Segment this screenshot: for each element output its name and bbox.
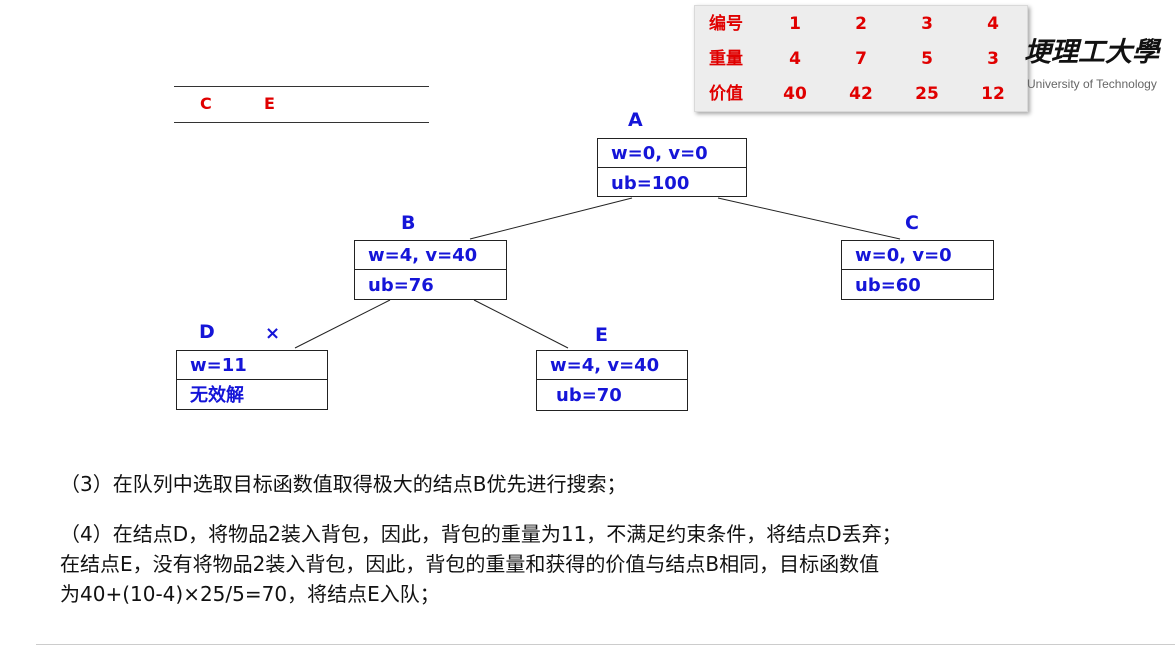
table-cell: 5 [921,49,933,69]
node-label-c: C [905,212,919,234]
item-table: 编号 1 2 3 4 重量 4 7 5 3 价值 40 42 25 12 [694,5,1028,112]
table-header-value: 价值 [709,84,743,104]
node-invalid-label: 无效解 [190,385,244,406]
table-header-weight: 重量 [709,49,743,69]
table-cell: 4 [789,49,801,69]
edge-b-e [473,299,569,349]
node-weight-value: w=4, v=40 [537,351,687,380]
table-cell: 4 [987,14,999,34]
item-table-row-value: 价值 40 42 25 12 [695,77,1027,112]
queue-item: E [264,94,275,113]
queue-top-line [174,86,429,87]
node-upper-bound: ub=70 [556,385,622,406]
table-cell: 7 [855,49,867,69]
node-upper-bound: ub=60 [855,275,921,296]
tree-node-d: w=11 无效解 [176,350,328,410]
node-upper-bound: ub=100 [611,173,690,194]
node-label-a: A [628,109,643,131]
node-upper-bound: ub=76 [368,275,434,296]
tree-node-b: w=4, v=40 ub=76 [354,240,507,300]
tree-node-c: w=0, v=0 ub=60 [841,240,994,300]
node-label-b: B [401,212,416,234]
footer-divider [36,644,1175,645]
step4-line3: 为40+(10-4)×25/5=70，将结点E入队； [60,582,440,606]
queue-item: C [200,94,212,113]
university-logo-subtitle: University of Technology [1027,77,1157,91]
table-cell: 40 [783,84,807,104]
table-cell: 3 [921,14,933,34]
pruned-cross-icon: × [265,323,281,344]
university-logo-text: 埂理工大學 [1024,37,1159,68]
node-label-e: E [595,324,608,346]
table-header-id: 编号 [709,14,743,34]
tree-node-e: w=4, v=40 ub=70 [536,350,688,411]
table-cell: 2 [855,14,867,34]
node-weight-value: w=11 [177,351,327,380]
table-cell: 3 [987,49,999,69]
node-weight-value: w=4, v=40 [355,241,506,270]
edge-b-d [294,299,391,349]
item-table-row-weight: 重量 4 7 5 3 [695,42,1027,77]
step4-line1: （4）在结点D，将物品2装入背包，因此，背包的重量为11，不满足约束条件，将结点… [60,522,902,546]
table-cell: 1 [789,14,801,34]
item-table-row-id: 编号 1 2 3 4 [695,7,1027,42]
step4-line2: 在结点E，没有将物品2装入背包，因此，背包的重量和获得的价值与结点B相同，目标函… [60,552,880,576]
table-cell: 25 [915,84,939,104]
step3-text: （3）在队列中选取目标函数值取得极大的结点B优先进行搜索； [60,472,627,496]
edge-a-c [717,197,901,240]
table-cell: 42 [849,84,873,104]
queue-bottom-line [174,122,429,123]
node-label-d: D [199,321,215,343]
tree-node-a: w=0, v=0 ub=100 [597,138,747,197]
table-cell: 12 [981,84,1005,104]
node-weight-value: w=0, v=0 [598,139,746,168]
node-weight-value: w=0, v=0 [842,241,993,270]
edge-a-b [469,197,633,240]
